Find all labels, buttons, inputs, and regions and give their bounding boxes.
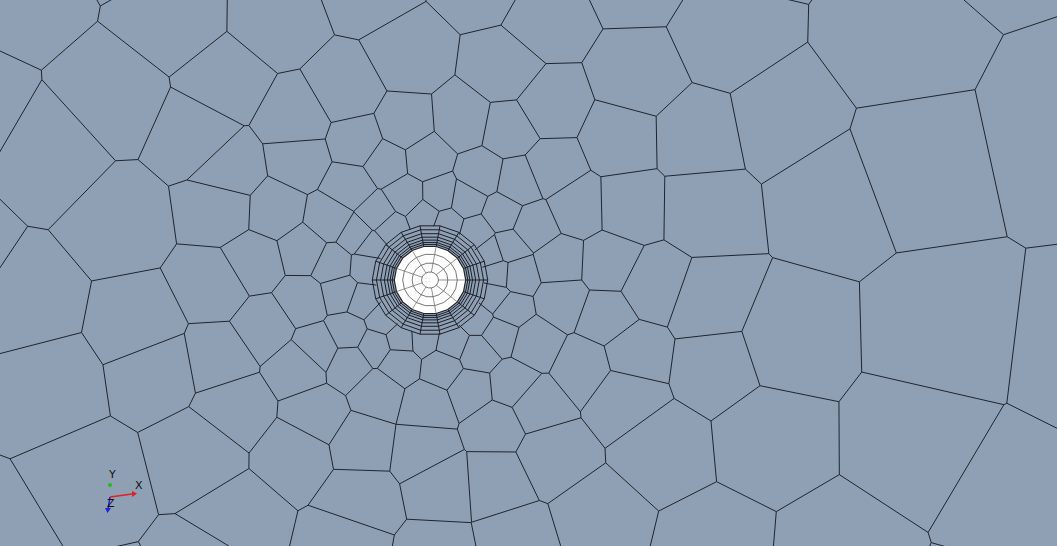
axis-label: Y (109, 469, 116, 481)
axis-label: Z (107, 498, 115, 510)
prism-layers (372, 226, 488, 334)
axis-label: X (135, 480, 143, 492)
axis-triad (105, 483, 137, 513)
cylinder-surface (394, 247, 465, 314)
